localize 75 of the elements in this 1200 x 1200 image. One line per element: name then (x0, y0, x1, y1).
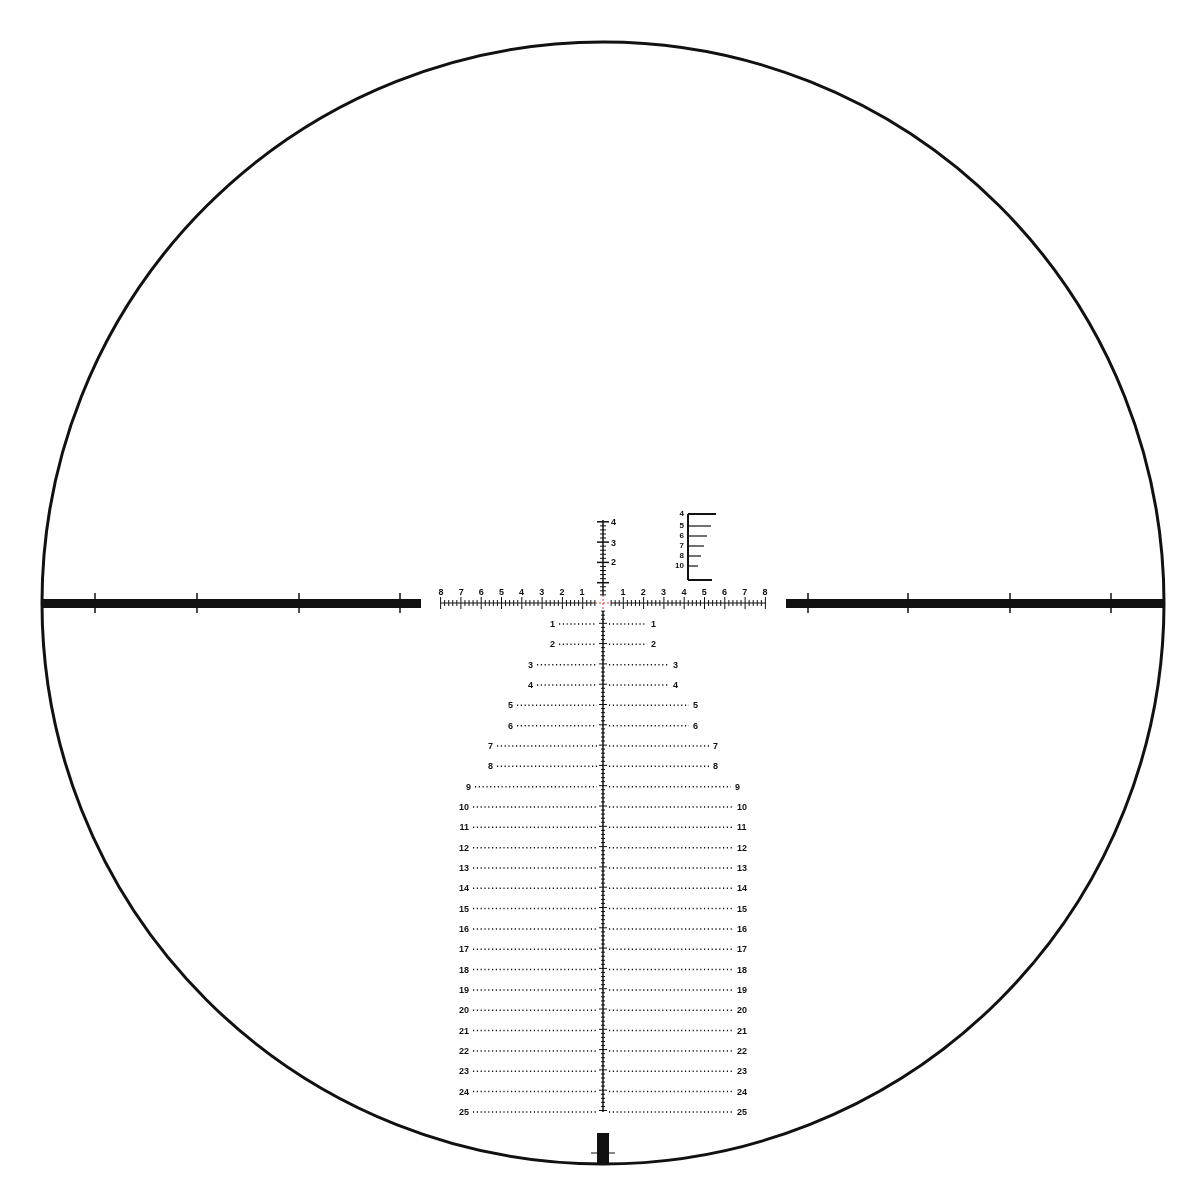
holdover-number: 17 (737, 944, 747, 954)
holdover-number: 8 (713, 761, 718, 771)
holdover-number: 10 (737, 802, 747, 812)
rangefinder-number: 8 (679, 552, 684, 560)
holdover-number: 3 (673, 660, 678, 670)
windage-number: 5 (701, 587, 707, 597)
windage-number: 1 (579, 587, 585, 597)
holdover-number: 18 (737, 965, 747, 975)
elevation-number: 3 (611, 538, 616, 548)
windage-number: 3 (661, 587, 667, 597)
windage-number: 1 (620, 587, 626, 597)
holdover-number: 2 (651, 639, 656, 649)
elevation-number: 4 (611, 517, 616, 527)
holdover-number: 7 (713, 741, 718, 751)
holdover-number: 22 (459, 1046, 469, 1056)
rangefinder-number: 5 (679, 522, 684, 530)
holdover-number: 24 (459, 1087, 469, 1097)
holdover-number: 6 (508, 721, 513, 731)
holdover-number: 14 (459, 883, 469, 893)
holdover-number: 5 (693, 700, 698, 710)
holdover-number: 11 (737, 822, 747, 832)
holdover-number: 23 (737, 1066, 747, 1076)
holdover-number: 9 (735, 782, 740, 792)
holdover-number: 18 (459, 965, 469, 975)
holdover-number: 4 (528, 680, 533, 690)
holdover-number: 16 (737, 924, 747, 934)
holdover-number: 16 (459, 924, 469, 934)
rangefinder-number: 6 (679, 532, 684, 540)
holdover-number: 15 (737, 904, 747, 914)
holdover-number: 20 (459, 1005, 469, 1015)
rangefinder-number: 4 (679, 510, 684, 518)
holdover-number: 7 (488, 741, 493, 751)
elevation-number: 2 (611, 557, 616, 567)
holdover-number: 9 (466, 782, 471, 792)
windage-number: 2 (640, 587, 646, 597)
holdover-number: 12 (459, 843, 469, 853)
holdover-number: 2 (550, 639, 555, 649)
windage-number: 8 (438, 587, 444, 597)
windage-number: 4 (519, 587, 525, 597)
windage-number: 6 (722, 587, 727, 597)
holdover-number: 21 (737, 1026, 747, 1036)
holdover-number: 1 (651, 619, 656, 629)
holdover-number: 20 (737, 1005, 747, 1015)
holdover-number: 8 (488, 761, 493, 771)
holdover-number: 1 (550, 619, 555, 629)
rangefinder-number: 10 (675, 562, 684, 570)
holdover-number: 3 (528, 660, 533, 670)
holdover-number: 15 (459, 904, 469, 914)
holdover-number: 17 (459, 944, 469, 954)
holdover-number: 25 (459, 1107, 469, 1117)
holdover-number: 22 (737, 1046, 747, 1056)
holdover-number: 25 (737, 1107, 747, 1117)
holdover-number: 13 (737, 863, 747, 873)
holdover-number: 11 (459, 822, 469, 832)
windage-number: 7 (458, 587, 464, 597)
holdover-number: 6 (693, 721, 698, 731)
rangefinder-number: 7 (679, 542, 684, 550)
holdover-number: 13 (459, 863, 469, 873)
holdover-number: 19 (737, 985, 747, 995)
holdover-number: 4 (673, 680, 678, 690)
holdover-number: 19 (459, 985, 469, 995)
windage-number: 7 (742, 587, 748, 597)
windage-number: 8 (762, 587, 768, 597)
holdover-number: 10 (459, 802, 469, 812)
holdover-number: 23 (459, 1066, 469, 1076)
windage-number: 6 (478, 587, 484, 597)
windage-number: 5 (498, 587, 504, 597)
windage-number: 4 (681, 587, 687, 597)
holdover-number: 24 (737, 1087, 747, 1097)
holdover-number: 21 (459, 1026, 469, 1036)
windage-number: 2 (559, 587, 565, 597)
holdover-number: 5 (508, 700, 513, 710)
windage-number: 3 (539, 587, 545, 597)
holdover-number: 14 (737, 883, 747, 893)
holdover-number: 12 (737, 843, 747, 853)
